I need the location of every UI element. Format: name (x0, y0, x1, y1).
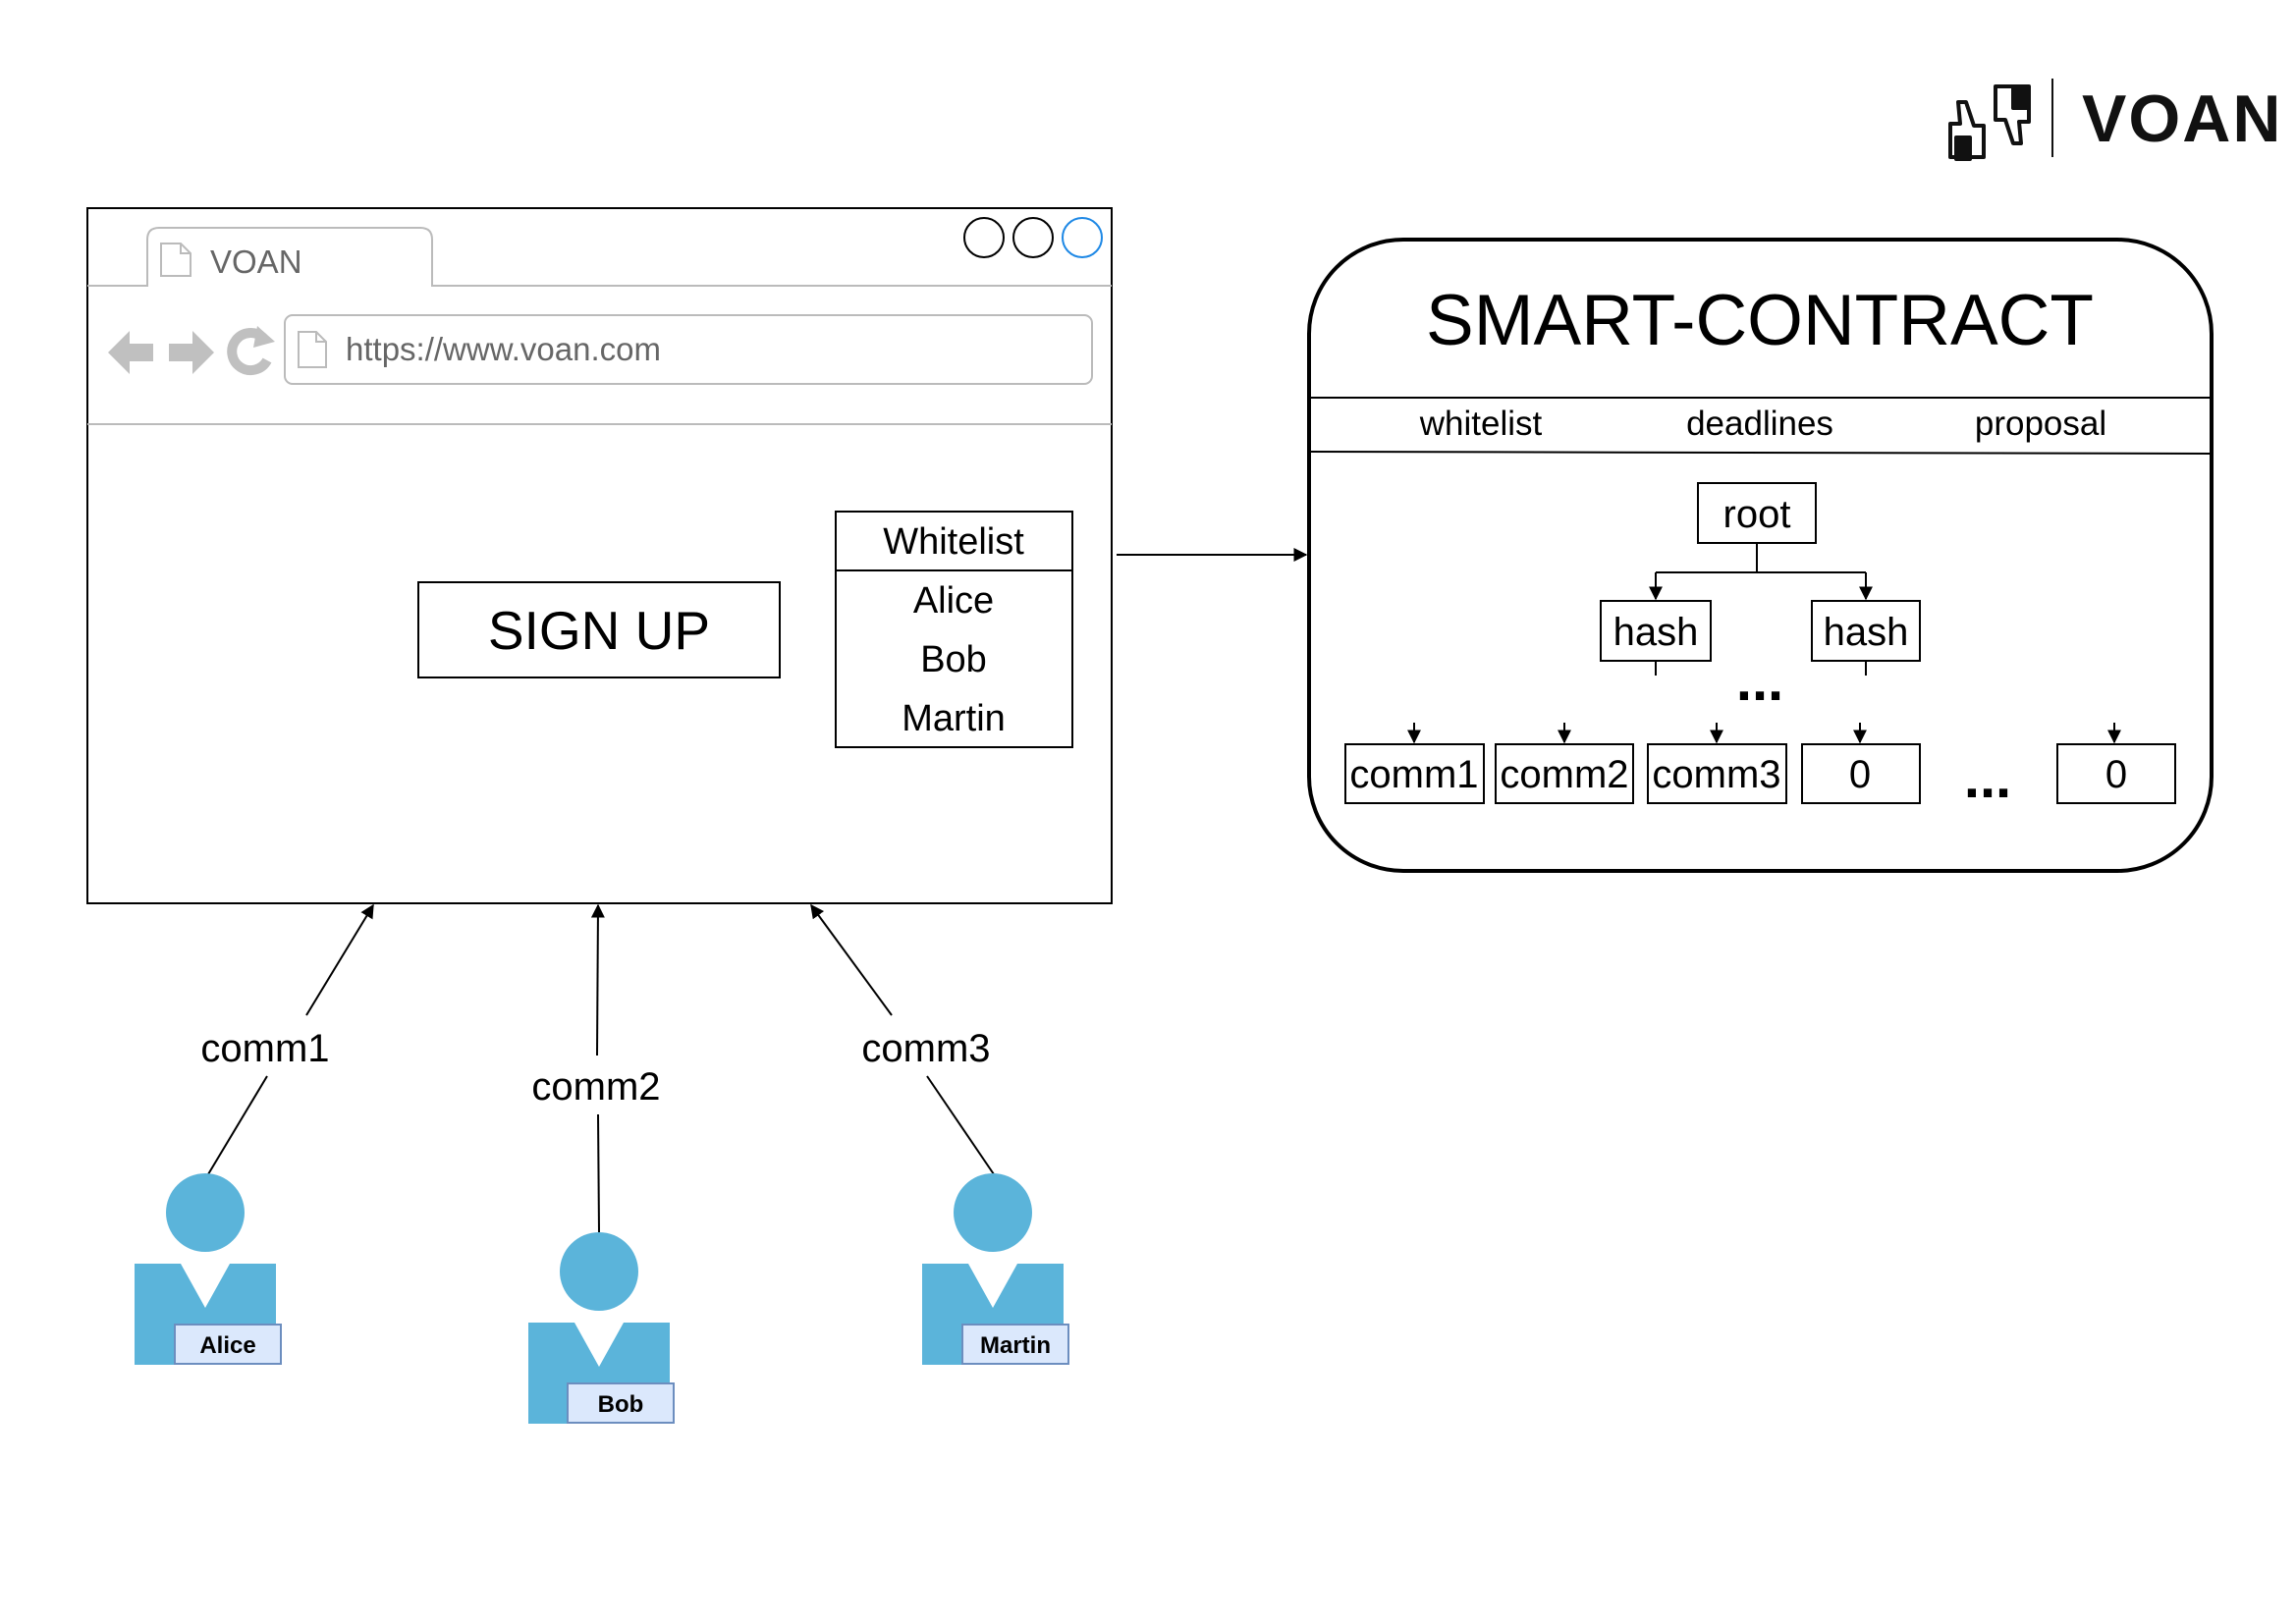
tree-hash-node: hash (1811, 600, 1921, 662)
commitment-label: comm3 (861, 1027, 990, 1070)
contract-field: deadlines (1686, 405, 1833, 443)
logo-wordmark: VOAN (2082, 81, 2282, 156)
back-arrow-icon[interactable] (108, 331, 153, 374)
user-name-tag (961, 1324, 1069, 1365)
user-name-tag (174, 1324, 282, 1365)
contract-field: proposal (1975, 405, 2106, 443)
user-head (166, 1173, 245, 1252)
tree-ellipsis: ... (1736, 649, 1783, 713)
url-text: https://www.voan.com (346, 331, 661, 367)
user-head (954, 1173, 1032, 1252)
whitelist-name: Martin (902, 698, 1006, 739)
tab-title: VOAN (210, 244, 302, 280)
page-icon (298, 331, 327, 368)
user-alice: Alice (135, 1173, 282, 1365)
contract-title: SMART-CONTRACT (1426, 281, 2094, 360)
tree-root-label: root (1723, 493, 1791, 536)
commitment-arrow (590, 903, 605, 1056)
browser-window: VOAN https://www.voan.com (86, 207, 1113, 904)
whitelist-table: Whitelist Alice Bob Martin (835, 511, 1073, 748)
voan-logo: VOAN (1948, 79, 2282, 161)
user-name-tag (567, 1382, 675, 1424)
tree-hash-label: hash (1613, 611, 1699, 654)
tree-leaf: comm1 (1344, 743, 1485, 804)
contract-field: whitelist (1419, 405, 1543, 443)
whitelist-name: Bob (920, 639, 987, 680)
tree-hash-label: hash (1824, 611, 1909, 654)
whitelist-header: Whitelist (883, 521, 1024, 563)
user-name: Martin (980, 1332, 1051, 1359)
merkle-tree: root hash hash ... (1344, 482, 2176, 810)
user-connector (926, 1075, 995, 1175)
commitment-label: comm2 (531, 1065, 660, 1109)
user-head (560, 1232, 638, 1311)
user-bob: Bob (528, 1232, 675, 1424)
user-connector (207, 1075, 268, 1175)
sign-up-button[interactable]: SIGN UP (417, 581, 781, 678)
tree-leaf: comm3 (1647, 743, 1787, 804)
tree-root-node: root (1697, 482, 1817, 544)
tree-leaf: comm2 (1495, 743, 1634, 804)
user-name: Alice (199, 1332, 255, 1359)
thumbs-up-down-icon (1948, 84, 2031, 161)
tree-leaf-label: comm3 (1652, 753, 1780, 796)
user-name: Bob (598, 1391, 644, 1418)
tree-leaf-label: 0 (1849, 753, 1871, 796)
browser-tab[interactable]: VOAN (160, 243, 302, 280)
page-icon (160, 243, 191, 277)
forward-arrow-icon[interactable] (169, 331, 214, 374)
commitment-arrow (810, 903, 893, 1016)
window-circle-1[interactable] (963, 217, 1005, 258)
tab-strip-line (87, 227, 1112, 287)
smart-contract: SMART-CONTRACT whitelist deadlines propo… (1307, 238, 2214, 873)
user-connector (597, 1113, 600, 1233)
contract-divider (1308, 451, 2213, 455)
window-circle-3[interactable] (1062, 217, 1103, 258)
window-controls (963, 217, 1103, 258)
tree-leaf-label: comm2 (1500, 753, 1628, 796)
tree-leaf-label: 0 (2105, 753, 2127, 796)
address-bar[interactable]: https://www.voan.com (284, 314, 1093, 385)
leaf-ellipsis: ... (1964, 746, 2011, 810)
sign-up-label: SIGN UP (488, 600, 710, 661)
tree-connector (1656, 543, 1866, 573)
tree-leaf-label: comm1 (1349, 753, 1478, 796)
commitment-label: comm1 (200, 1027, 329, 1070)
commitment-arrow (305, 903, 374, 1016)
tree-leaf: 0 (1801, 743, 1921, 804)
user-martin: Martin (922, 1173, 1069, 1365)
reload-icon[interactable] (227, 326, 275, 376)
tree-hash-node: hash (1600, 600, 1712, 662)
whitelist-name: Alice (913, 580, 994, 622)
window-circle-2[interactable] (1012, 217, 1054, 258)
tree-leaf: 0 (2056, 743, 2176, 804)
